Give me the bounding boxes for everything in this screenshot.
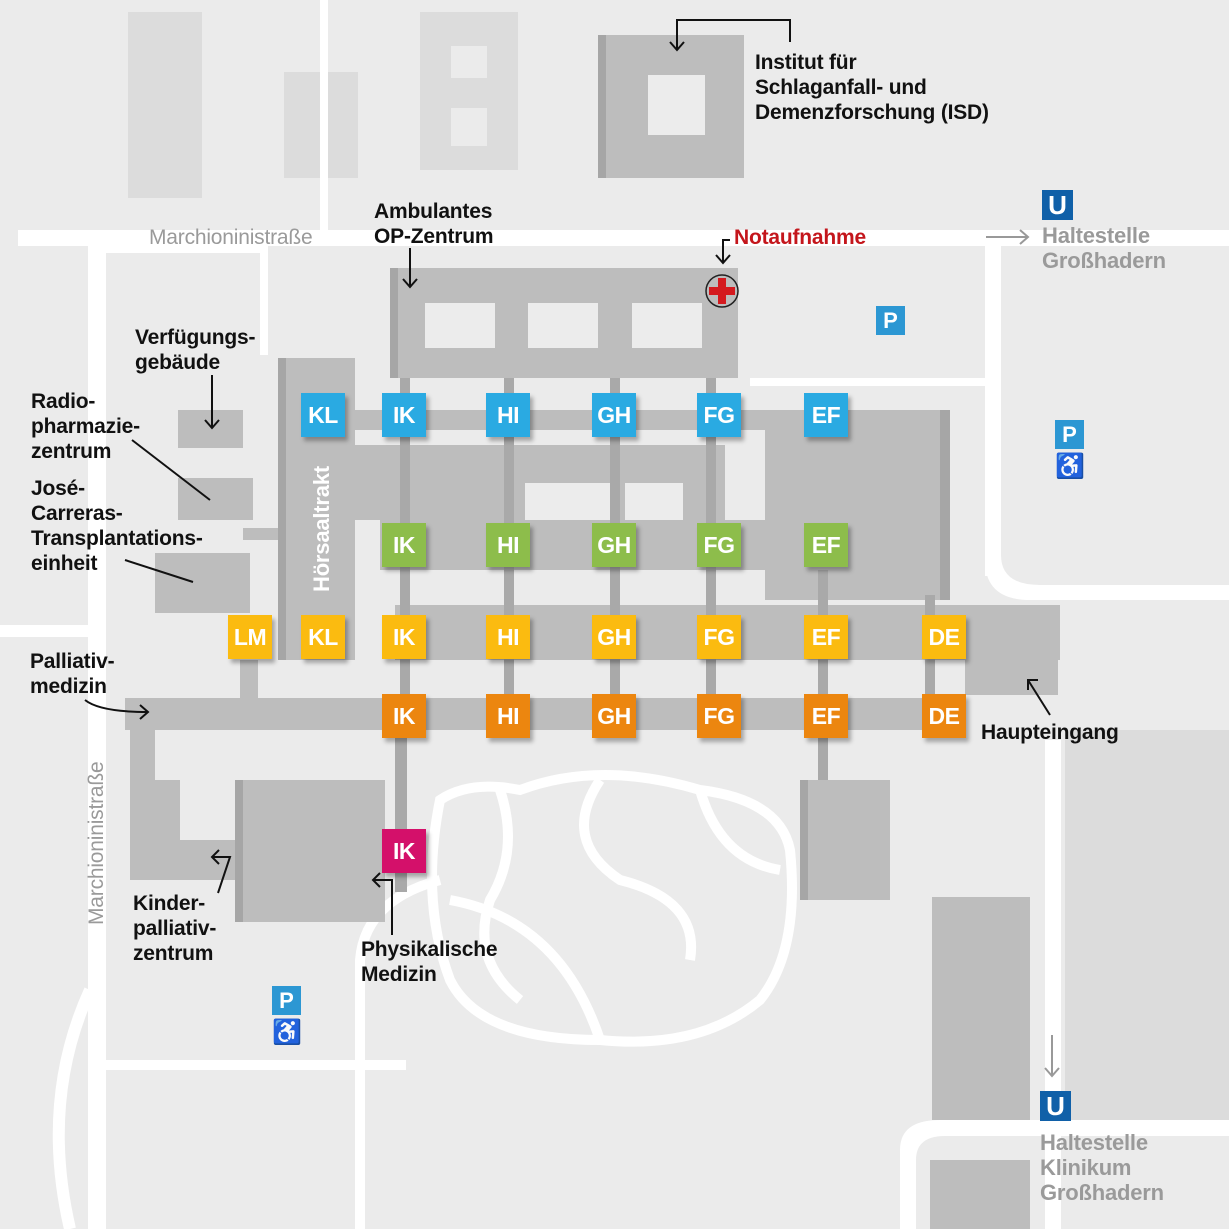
label-verfuegungsgebaeude[interactable]: Verfügungs- gebäude: [135, 326, 256, 374]
park-paths: [427, 770, 797, 1047]
wheelchair-icon: ♿: [272, 1019, 302, 1046]
badge-yellow-ef[interactable]: EF: [804, 615, 848, 659]
label-op-zentrum[interactable]: Ambulantes OP-Zentrum: [374, 200, 494, 248]
transit-arrows: [986, 229, 1060, 1078]
parking-icon: P: [272, 986, 301, 1015]
ubahn-icon: U: [1042, 190, 1073, 220]
badge-yellow-de[interactable]: DE: [922, 615, 966, 659]
badge-yellow-lm[interactable]: LM: [228, 615, 272, 659]
building-shadows: [235, 35, 950, 922]
badge-blue-fg[interactable]: FG: [697, 393, 741, 437]
badge-blue-hi[interactable]: HI: [486, 393, 530, 437]
parking-icon: P: [876, 306, 905, 335]
label-haupteingang[interactable]: Haupteingang: [981, 721, 1119, 744]
label-radiopharmazie[interactable]: Radio- pharmazie- zentrum: [31, 390, 140, 463]
badge-magenta-ik[interactable]: IK: [382, 829, 426, 873]
badge-yellow-gh[interactable]: GH: [592, 615, 636, 659]
label-palliativmedizin[interactable]: Palliativ- medizin: [30, 650, 115, 698]
badge-yellow-hi[interactable]: HI: [486, 615, 530, 659]
label-hoersaaltrakt[interactable]: Hörsaaltrakt: [309, 466, 334, 592]
neighbor-buildings: [128, 12, 1229, 1120]
badge-blue-gh[interactable]: GH: [592, 393, 636, 437]
badge-green-ik[interactable]: IK: [382, 523, 426, 567]
badge-yellow-ik[interactable]: IK: [382, 615, 426, 659]
badge-yellow-fg[interactable]: FG: [697, 615, 741, 659]
street-label-top: Marchioninistraße: [149, 226, 313, 249]
pointer-arrows: [84, 19, 1051, 935]
label-isd[interactable]: Institut für Schlaganfall- und Demenzfor…: [755, 51, 989, 124]
badge-orange-fg[interactable]: FG: [697, 694, 741, 738]
badge-orange-hi[interactable]: HI: [486, 694, 530, 738]
badge-blue-ik[interactable]: IK: [382, 393, 426, 437]
ubahn-icon: U: [1040, 1091, 1071, 1121]
badge-orange-ik[interactable]: IK: [382, 694, 426, 738]
badge-blue-ef[interactable]: EF: [804, 393, 848, 437]
badge-green-fg[interactable]: FG: [697, 523, 741, 567]
label-kinderpalliativzentrum[interactable]: Kinder- palliativ- zentrum: [133, 892, 217, 965]
label-physikalische-medizin[interactable]: Physikalische Medizin: [361, 938, 498, 986]
street-label-left: Marchioninistraße: [85, 761, 108, 926]
badge-green-hi[interactable]: HI: [486, 523, 530, 567]
badge-green-gh[interactable]: GH: [592, 523, 636, 567]
badge-blue-kl[interactable]: KL: [301, 393, 345, 437]
badge-orange-gh[interactable]: GH: [592, 694, 636, 738]
courtyards: [425, 75, 705, 520]
label-notaufnahme[interactable]: Notaufnahme: [734, 226, 866, 249]
badge-orange-de[interactable]: DE: [922, 694, 966, 738]
badge-green-ef[interactable]: EF: [804, 523, 848, 567]
label-haltestelle-grosshadern[interactable]: Haltestelle Großhadern: [1042, 223, 1166, 273]
badge-yellow-kl[interactable]: KL: [301, 615, 345, 659]
badge-orange-ef[interactable]: EF: [804, 694, 848, 738]
emergency-cross-icon: [705, 274, 739, 308]
parking-icon: P: [1055, 420, 1084, 449]
label-jose-carreras[interactable]: José- Carreras- Transplantations- einhei…: [31, 477, 203, 575]
label-haltestelle-klinikum[interactable]: Haltestelle Klinikum Großhadern: [1040, 1130, 1164, 1205]
wheelchair-icon: ♿: [1055, 453, 1085, 480]
